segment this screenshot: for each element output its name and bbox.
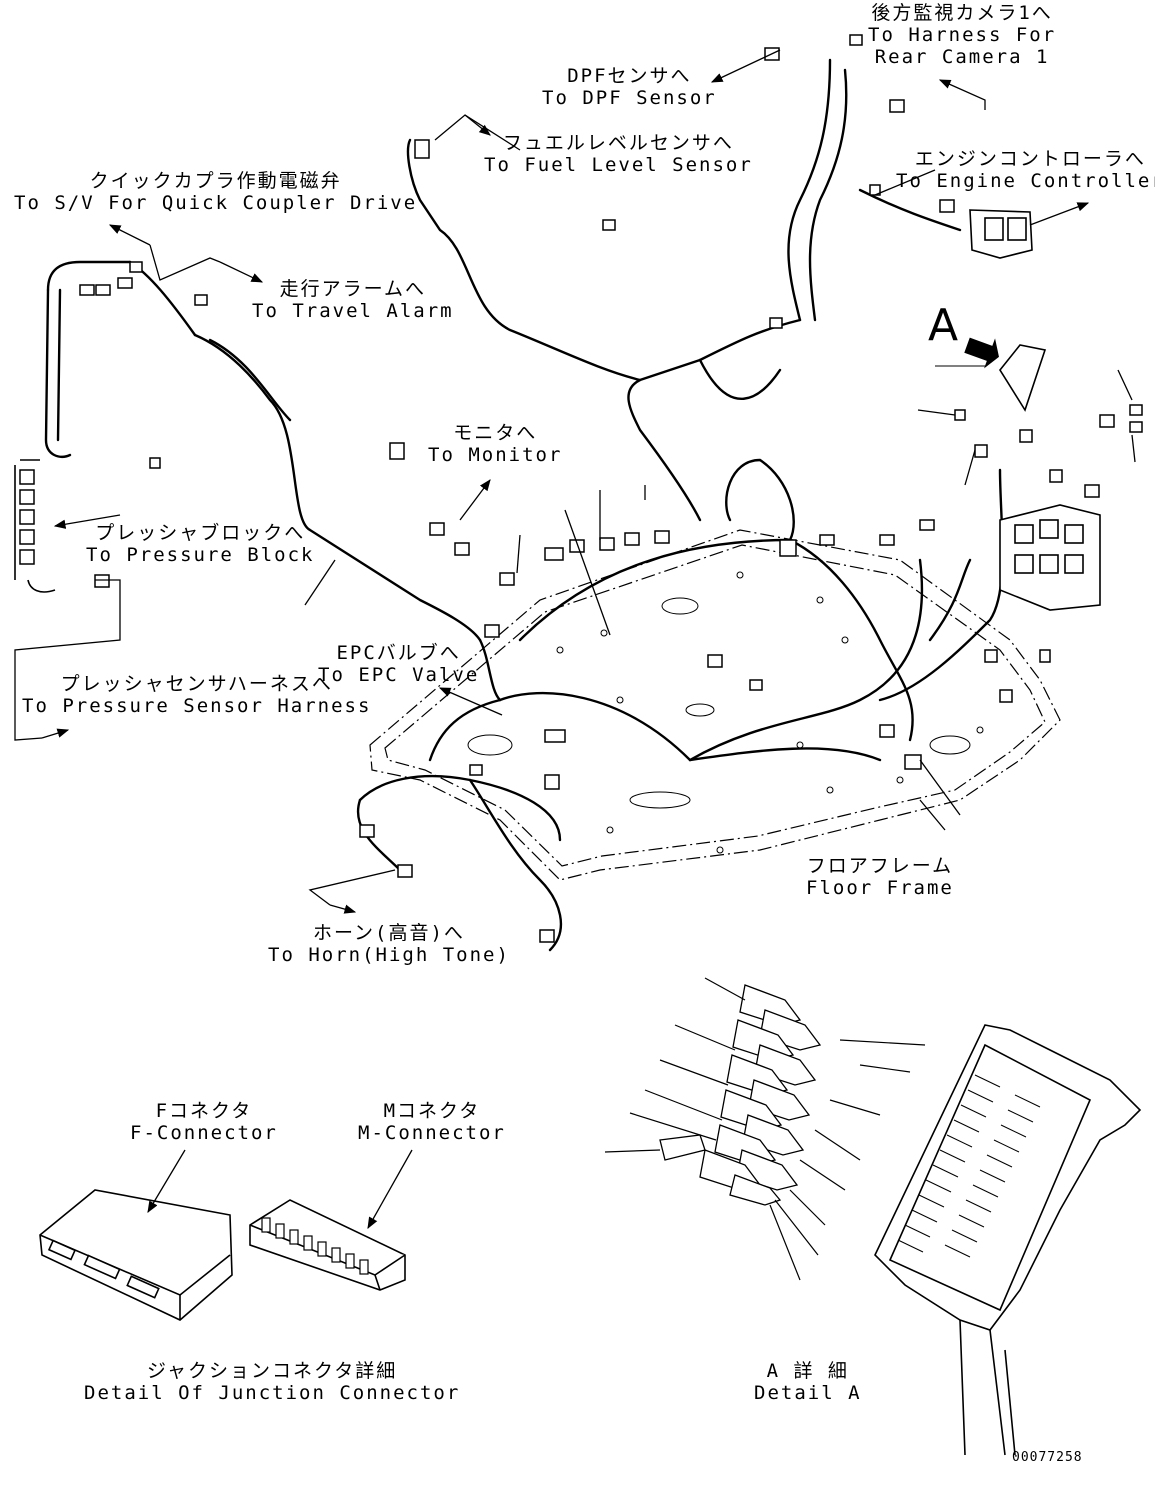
relay-box	[999, 344, 1101, 611]
floor-frame-holes	[467, 571, 984, 854]
connector-leaders	[147, 1149, 413, 1230]
leader-arrows	[14, 49, 1136, 914]
label-f-connector: Fコネクタ F-Connector	[130, 1100, 278, 1144]
label-floor-frame: フロアフレーム Floor Frame	[806, 855, 954, 899]
connectors	[19, 34, 1143, 943]
label-monitor: モニタへ To Monitor	[428, 422, 563, 466]
harness-trunks	[44, 58, 1004, 952]
label-rear-camera: 後方監視カメラ1へ To Harness For Rear Camera 1	[868, 2, 1057, 68]
floor-frame-plate	[369, 529, 1061, 881]
label-m-connector: Mコネクタ M-Connector	[358, 1100, 506, 1144]
document-id: 00077258	[1012, 1450, 1083, 1465]
m-connector-drawing	[249, 1199, 406, 1291]
view-marker-a: A	[928, 300, 959, 351]
label-fuel-level-sensor: フュエルレベルセンサへ To Fuel Level Sensor	[484, 132, 753, 176]
label-quick-coupler: クイックカプラ作動電磁弁 To S/V For Quick Coupler Dr…	[14, 170, 418, 214]
label-pressure-block: プレッシャブロックへ To Pressure Block	[86, 522, 315, 566]
engine-controller	[969, 209, 1033, 259]
detail-a-terminals	[659, 984, 822, 1206]
detail-a-wires	[604, 977, 926, 1281]
pressure-block-connectors	[14, 459, 56, 593]
label-engine-controller: エンジンコントローラへ To Engine Controller	[896, 148, 1155, 192]
label-epc-valve: EPCバルブへ To EPC Valve	[318, 642, 480, 686]
view-arrow-a	[964, 337, 999, 369]
label-dpf-sensor: DPFセンサへ To DPF Sensor	[542, 65, 717, 109]
label-detail-a: A 詳 細 Detail A	[754, 1360, 862, 1404]
label-junction-connector-detail: ジャクションコネクタ詳細 Detail Of Junction Connecto…	[84, 1360, 461, 1404]
detail-a-junction-block	[874, 1024, 1142, 1456]
label-travel-alarm: 走行アラームへ To Travel Alarm	[252, 278, 454, 322]
detail-a-block-slots	[897, 1074, 1041, 1258]
f-connector-drawing	[39, 1189, 233, 1321]
label-pressure-sensor-harness: プレッシャセンサハーネスへ To Pressure Sensor Harness	[22, 673, 372, 717]
label-horn: ホーン(高音)へ To Horn(High Tone)	[268, 922, 510, 966]
